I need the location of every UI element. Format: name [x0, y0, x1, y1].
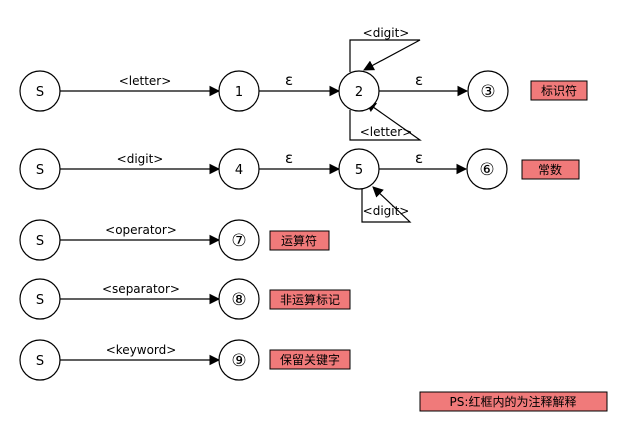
state-s-1: [19, 70, 61, 112]
state-3-label: ③: [480, 82, 495, 102]
note-operator: 运算符: [281, 233, 317, 248]
row-separator: <separator> S ⑧ 非运算标记: [19, 278, 351, 320]
state-s-4: [19, 278, 61, 320]
note-constant: 常数: [538, 162, 562, 177]
edge-label-digit: <digit>: [117, 152, 164, 166]
state-7-label: ⑦: [231, 231, 246, 251]
loop-5-label: <digit>: [363, 204, 410, 218]
state-3: [467, 70, 509, 112]
edge-label-eps-4-5: ε: [285, 149, 293, 167]
note-non-operator-box: [269, 289, 351, 310]
edge-label-eps-1-2: ε: [285, 71, 293, 89]
state-8-label: ⑧: [231, 290, 246, 310]
state-2: [338, 70, 380, 112]
state-4: [218, 148, 260, 190]
state-5: [338, 148, 380, 190]
row-constant: <digit> ε ε <digit> S 4 5 ⑥ 常数: [19, 148, 580, 223]
state-s-5-label: S: [36, 354, 44, 369]
note-non-operator: 非运算标记: [280, 292, 340, 307]
state-s-2: [19, 148, 61, 190]
ps-note-box: [419, 391, 608, 412]
state-4-label: 4: [235, 163, 243, 178]
edge-label-operator: <operator>: [105, 223, 177, 237]
edge-label-letter: <letter>: [119, 74, 172, 88]
loop-5: [361, 186, 412, 223]
state-1: [218, 70, 260, 112]
state-2-label: 2: [355, 85, 363, 100]
state-6-label: ⑥: [479, 160, 494, 180]
state-1-label: 1: [235, 85, 243, 100]
ps-note-text: PS:红框内的为注释解释: [450, 394, 577, 409]
loop-2-bottom: [349, 101, 422, 141]
note-identifier-box: [530, 80, 588, 101]
row-operator: <operator> S ⑦ 运算符: [19, 219, 330, 261]
edge-label-eps-5-6: ε: [415, 149, 423, 167]
state-7: [218, 219, 260, 261]
row-keyword: <keyword> S ⑨ 保留关键字: [19, 339, 351, 381]
loop-2-top: [349, 39, 421, 72]
state-s-3-label: S: [36, 234, 44, 249]
state-s-5: [19, 339, 61, 381]
ps-note: PS:红框内的为注释解释: [419, 391, 608, 412]
state-s-1-label: S: [36, 85, 44, 100]
loop-2-top-label: <digit>: [363, 26, 410, 40]
state-s-4-label: S: [36, 293, 44, 308]
state-9-label: ⑨: [231, 351, 246, 371]
note-keyword: 保留关键字: [280, 352, 340, 367]
state-5-label: 5: [355, 163, 363, 178]
edge-label-keyword: <keyword>: [106, 343, 177, 357]
edge-label-eps-2-3: ε: [415, 71, 423, 89]
note-operator-box: [269, 230, 330, 251]
state-s-2-label: S: [36, 163, 44, 178]
note-keyword-box: [269, 349, 351, 370]
state-8: [218, 278, 260, 320]
state-s-3: [19, 219, 61, 261]
state-9: [218, 339, 260, 381]
edge-label-separator: <separator>: [102, 282, 180, 296]
note-identifier: 标识符: [541, 83, 577, 98]
row-identifier: <letter> ε ε <digit> <letter> S 1 2 ③ 标识…: [19, 26, 588, 141]
state-6: [466, 148, 508, 190]
loop-2-bottom-label: <letter>: [360, 125, 413, 139]
note-constant-box: [521, 159, 580, 180]
